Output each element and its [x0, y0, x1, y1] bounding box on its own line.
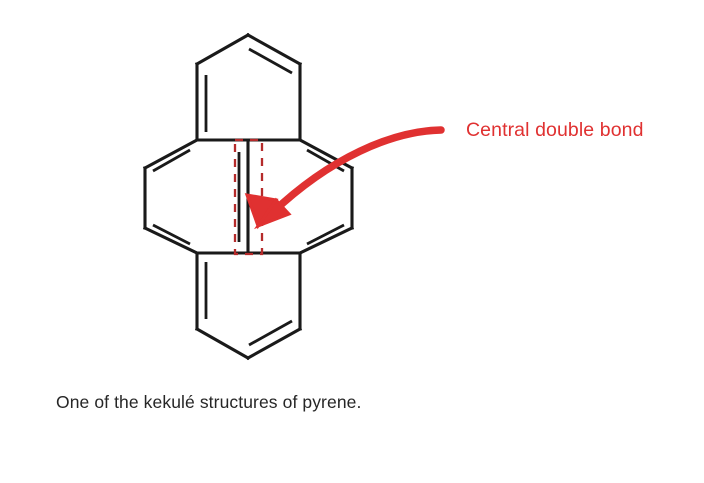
double-bond-inner-left-ring-upper-left — [152, 148, 191, 173]
bond-left-ring-lower-right — [142, 225, 200, 256]
annotation-arrow-head-barb — [253, 197, 292, 230]
double-bond-inner-left-ring-lower-left — [152, 223, 191, 246]
bond-bottom-ring-lower-right — [245, 326, 303, 361]
bond-bottom-ring-lower-left — [194, 326, 251, 361]
bond-top-ring-upper-right — [245, 32, 303, 67]
central-double-bond-highlight-box — [233, 138, 264, 256]
bond-left-ring-upper-right — [142, 137, 200, 171]
bond-top-ring-upper-left — [194, 32, 251, 67]
bond-right-ring-lower-left — [297, 225, 355, 256]
annotation-label-central-double-bond: Central double bond — [466, 119, 644, 141]
annotation-arrow — [244, 126, 445, 230]
figure-caption: One of the kekulé structures of pyrene. — [56, 392, 362, 412]
bond-right-ring-upper-left — [297, 137, 355, 171]
double-bond-inner-bottom-ring-lower-right — [248, 319, 293, 347]
double-bond-inner-right-ring-upper-right — [306, 148, 345, 173]
pyrene-double-bond-inner-lines — [152, 47, 345, 347]
double-bond-inner-top-ring-upper-right — [248, 47, 293, 75]
double-bond-inner-right-ring-lower-right — [306, 223, 345, 246]
annotation-arrow-shaft — [268, 126, 445, 217]
